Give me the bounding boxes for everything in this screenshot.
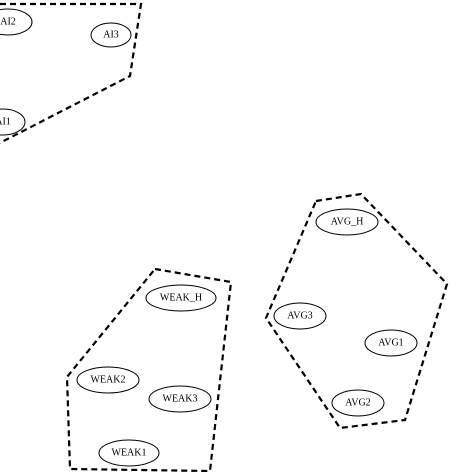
node-weak2-shape: [76, 366, 140, 394]
node-avg-h-label: AVG_H: [331, 217, 364, 228]
node-weak-h[interactable]: WEAK_H: [145, 284, 217, 312]
node-ai1-label: AI1: [0, 117, 11, 128]
node-weak-h-shape: [145, 284, 217, 312]
node-weak-h-label: WEAK_H: [160, 293, 202, 304]
node-weak2[interactable]: WEAK2: [76, 366, 140, 394]
node-avg3-shape: [273, 302, 327, 330]
node-ai3-label: AI3: [103, 30, 119, 41]
node-ai2[interactable]: AI2: [0, 8, 33, 36]
cluster-weak: [65, 267, 233, 473]
node-weak2-label: WEAK2: [91, 375, 126, 386]
cluster-avg: [264, 192, 449, 430]
node-ai1[interactable]: AI1: [0, 108, 26, 136]
node-weak1[interactable]: WEAK1: [98, 439, 160, 467]
node-avg3[interactable]: AVG3: [273, 302, 327, 330]
node-ai1-shape: [0, 108, 26, 136]
node-weak3-shape: [148, 385, 212, 413]
node-weak3[interactable]: WEAK3: [148, 385, 212, 413]
node-avg2[interactable]: AVG2: [331, 389, 385, 417]
node-avg2-label: AVG2: [345, 398, 370, 409]
node-weak3-label: WEAK3: [163, 394, 198, 405]
node-ai3[interactable]: AI3: [90, 22, 132, 48]
node-avg2-shape: [331, 389, 385, 417]
node-ai2-label: AI2: [0, 17, 16, 28]
node-avg3-label: AVG3: [287, 311, 312, 322]
node-avg-h[interactable]: AVG_H: [315, 208, 379, 236]
node-avg1[interactable]: AVG1: [364, 329, 418, 357]
node-avg1-label: AVG1: [378, 338, 403, 349]
node-ai2-shape: [0, 8, 33, 36]
cluster-ai: [0, 2, 143, 145]
node-weak1-shape: [98, 439, 160, 467]
node-avg1-shape: [364, 329, 418, 357]
node-ai3-shape: [90, 22, 132, 48]
node-avg-h-shape: [315, 208, 379, 236]
node-weak1-label: WEAK1: [112, 448, 147, 459]
